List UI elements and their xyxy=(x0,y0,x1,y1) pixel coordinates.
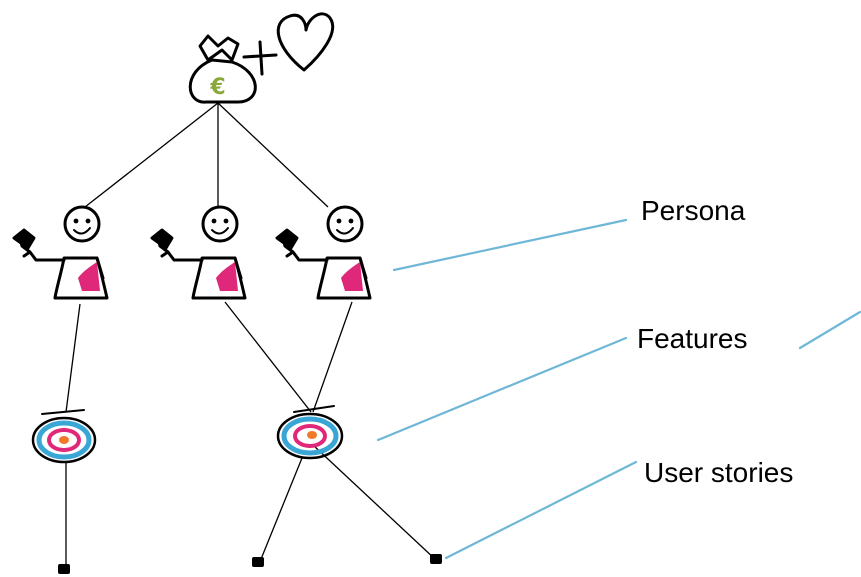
callout-lines xyxy=(376,218,861,560)
user-stories-callout-line xyxy=(444,460,638,560)
person-icon-1 xyxy=(12,205,109,300)
connector-lines xyxy=(65,102,437,568)
user-story-nodes xyxy=(58,554,442,574)
square-node-icon-1 xyxy=(58,564,70,574)
edge-persona-2-feature-2 xyxy=(224,301,312,413)
edge-feature-2-story-2 xyxy=(258,457,303,565)
heart-icon xyxy=(276,12,335,72)
plus-icon xyxy=(242,40,278,76)
persona-callout-line xyxy=(392,218,628,272)
person-icon-3 xyxy=(275,205,372,300)
features-label: Features xyxy=(637,323,748,354)
features-callout-line-extra xyxy=(798,310,861,350)
target-icon-1 xyxy=(31,409,97,464)
square-node-icon-2 xyxy=(252,557,264,567)
persona-label: Persona xyxy=(641,195,746,226)
euro-symbol: € xyxy=(209,75,225,100)
features-callout-line xyxy=(376,336,628,442)
target-icon-2 xyxy=(276,405,344,460)
edge-persona-1-feature-1 xyxy=(65,303,81,413)
money-bag-icon: € xyxy=(188,34,257,104)
edge-bag-persona-3 xyxy=(217,102,329,208)
edge-bag-persona-1 xyxy=(84,102,219,208)
person-icon-2 xyxy=(150,205,247,300)
square-node-icon-3 xyxy=(430,554,442,564)
edge-persona-3-feature-2 xyxy=(312,301,353,413)
edge-feature-2-story-3 xyxy=(313,445,437,561)
user-stories-label: User stories xyxy=(644,457,793,488)
